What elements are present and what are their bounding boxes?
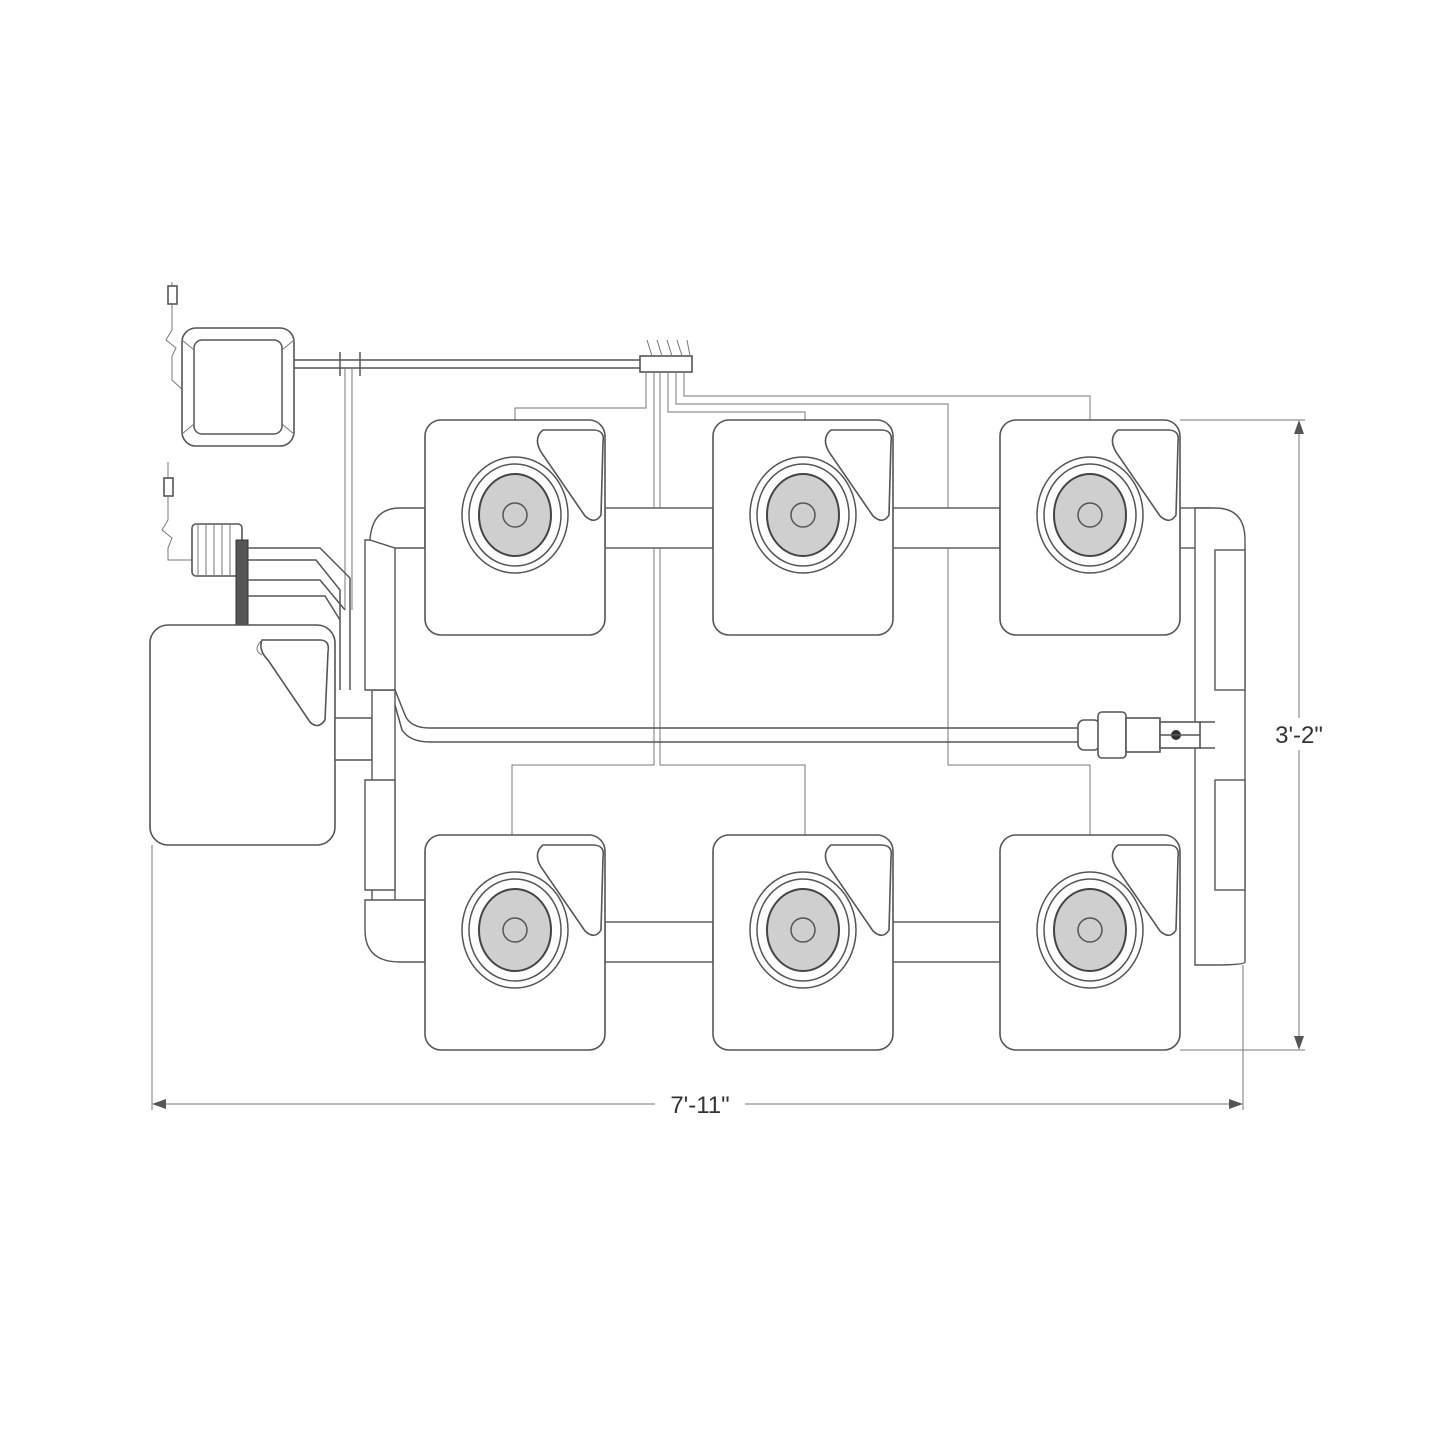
air-tubes <box>511 372 1091 835</box>
site-2 <box>712 419 894 636</box>
site-3 <box>999 419 1181 636</box>
bottom-row-pipes <box>604 921 1001 963</box>
air-manifold <box>639 339 693 373</box>
site-6 <box>999 834 1181 1051</box>
top-row-pipes <box>604 507 1246 966</box>
water-pump-plug <box>161 462 192 561</box>
height-dimension: 3'-2" <box>1180 419 1330 1051</box>
drain-valve <box>1077 711 1215 759</box>
return-plumbing <box>334 507 1078 963</box>
air-line <box>294 352 640 610</box>
reservoir <box>149 624 336 846</box>
air-pump <box>181 327 295 447</box>
site-1 <box>424 419 606 636</box>
width-dimension: 7'-11" <box>151 845 1244 1119</box>
height-label: 3'-2" <box>1275 722 1323 749</box>
site-4 <box>424 834 606 1051</box>
water-pump <box>191 523 351 690</box>
site-5 <box>712 834 894 1051</box>
width-label: 7'-11" <box>670 1092 729 1119</box>
air-pump-plug <box>165 282 186 393</box>
